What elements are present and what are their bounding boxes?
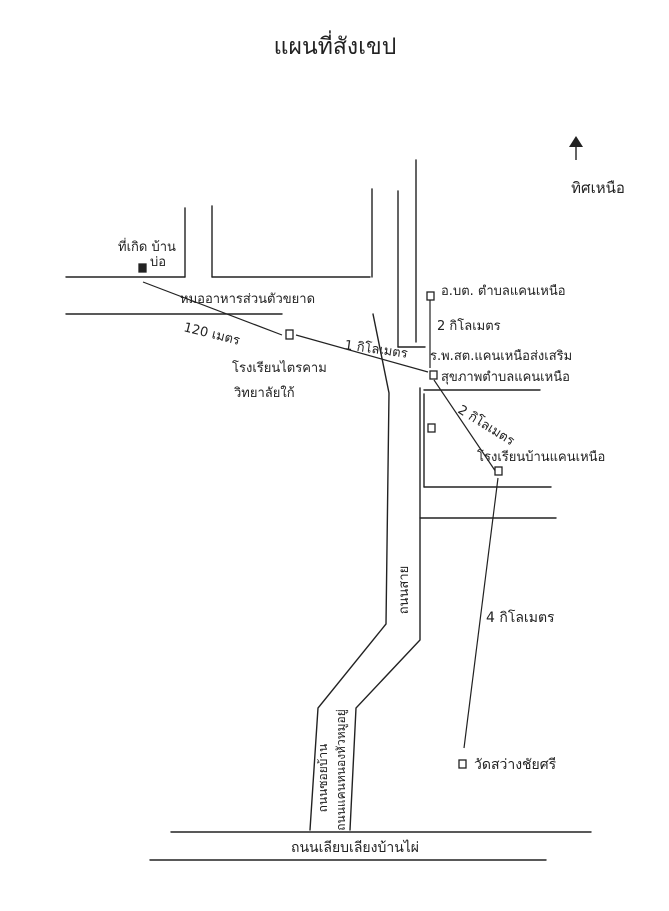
distance-4km: 4 กิโลเมตร [486,609,555,626]
hospital-label-line1: ร.พ.สต.แคนเหนือส่งเสริม [430,348,572,364]
road-label-lower-2: ถนนแคนหนองหัวหมูอยู่ [334,709,349,831]
hospital-label-line2: สุขภาพตำบลแคนเหนือ [441,369,570,385]
hospital-side-marker [427,423,436,433]
north-label: ทิศเหนือ [571,179,625,197]
hospital-marker [429,370,438,380]
shop-label: หมออาหารส่วนตัวขยาด [180,292,315,307]
school-north-label: โรงเรียนบ้านแคนเหนือ [477,449,605,465]
road-label-bottom: ถนนเลียบเลียงบ้านไผ่ [291,839,419,856]
road-label-main: ถนนสาย [397,566,412,615]
map-title: แผนที่สังเขป [274,30,397,60]
temple-label: วัดสว่างชัยศรี [474,757,557,773]
road-label-lower-1: ถนนซอยบ้าน [316,744,330,813]
north-arrow-icon [569,136,583,160]
school-marker [285,329,294,340]
roads [65,159,592,861]
birth-place-label: ที่เกิด บ้าน [118,238,176,255]
school-north-marker [494,466,503,476]
route-lines [142,281,499,749]
birth-place-sublabel: บ่อ [150,255,166,270]
distance-2km-vertical: 2 กิโลเมตร [437,318,501,334]
distance-1km: 1 กิโลเมตร [343,337,408,362]
distance-120m: 120 เมตร [182,320,241,348]
birth-place-marker [138,263,147,273]
temple-marker [458,759,467,769]
tao-office-label: อ.บต. ตำบลแคนเหนือ [441,283,566,299]
school-label-line1: โรงเรียนไตรคาม [232,360,327,376]
school-label-line2: วิทยาลัยใก้ [233,385,294,401]
tao-office-marker [426,291,435,301]
